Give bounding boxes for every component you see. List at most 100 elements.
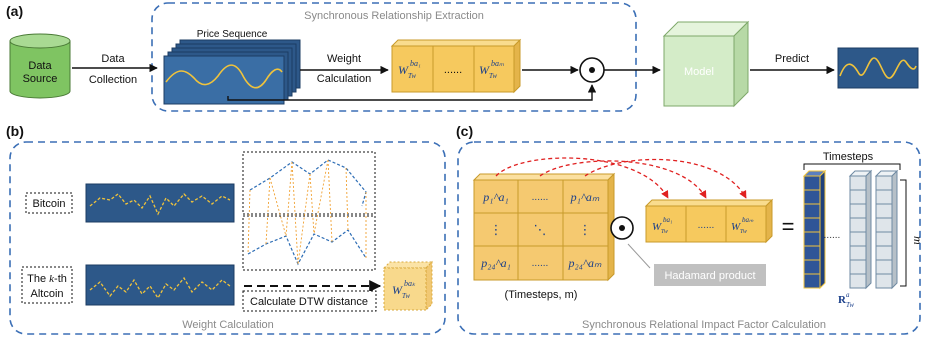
result-cell	[803, 203, 821, 219]
weight-first-sub: Tw	[408, 72, 416, 80]
data-source-cylinder	[9, 33, 71, 99]
result-cell	[875, 175, 893, 191]
result-cell	[803, 217, 821, 233]
dtw-warping-lines	[247, 159, 367, 265]
weight-c-last-sup: baₘ	[742, 216, 754, 224]
matrix-cell-3-1: p₂₄^a₁	[480, 256, 511, 270]
prediction-chart	[837, 47, 919, 89]
impact-dashed-box	[457, 141, 921, 335]
matrix-cell-1-1: p₁^a₁	[482, 190, 508, 204]
result-cell	[849, 189, 867, 205]
weight-vector-a	[390, 38, 522, 94]
bitcoin-label-box	[25, 192, 73, 214]
equals-sign: =	[782, 214, 795, 239]
weight-vector-c	[644, 198, 774, 244]
dtw-alignment-bottom	[242, 215, 376, 271]
result-cell	[849, 217, 867, 233]
result-cell	[875, 231, 893, 247]
hadamard-label: Hadamard product	[664, 270, 755, 282]
price-sequence-stack	[163, 39, 301, 105]
hadamard-operator-a	[579, 57, 605, 83]
result-cell	[849, 245, 867, 261]
result-cell	[849, 203, 867, 219]
matrix-cell-3-2: ......	[532, 258, 549, 269]
result-column-side	[865, 169, 872, 290]
matrix-cell-2-2: ⋱	[534, 223, 547, 238]
result-column-side	[891, 169, 898, 290]
weight-first-sup: ba₁	[410, 59, 421, 68]
hadamard-operator-c	[610, 216, 634, 240]
weight-calc-title: Weight Calculation	[182, 319, 274, 331]
timesteps-label: Timesteps	[823, 151, 874, 163]
m-label: m	[911, 236, 925, 245]
weight-cube-w: W	[392, 283, 403, 297]
panel-label-c: (c)	[456, 123, 473, 139]
matrix-cell-2-3: ⋮	[579, 223, 592, 238]
weight-c-last-w: W	[731, 221, 741, 233]
weight-last-w: W	[479, 63, 490, 77]
weight-calc-dashed-box	[9, 141, 446, 335]
data-collection-line1: Data	[101, 53, 125, 65]
matrix-cell-2-1: ⋮	[490, 223, 503, 238]
weight-c-first-sup: ba₁	[663, 216, 672, 224]
price-matrix	[472, 172, 616, 282]
result-cell	[803, 259, 821, 275]
matrix-cell-1-2: ......	[532, 192, 549, 203]
weight-cube-sub: Tw	[402, 292, 410, 300]
data-source-line1: Data	[28, 60, 52, 72]
weight-c-dots: ......	[698, 220, 715, 231]
data-collection-line2: Collection	[89, 74, 137, 86]
altcoin-price-chart	[85, 264, 235, 306]
model-label: Model	[684, 66, 714, 78]
matrix-caption: (Timesteps, m)	[505, 289, 578, 301]
result-cell	[803, 189, 821, 205]
hadamard-pointer	[627, 243, 651, 269]
hadamard-label-box	[654, 264, 766, 286]
price-sequence-label: Price Sequence	[197, 29, 268, 40]
weight-calc-line1: Weight	[327, 53, 361, 65]
result-cell	[803, 231, 821, 247]
bitcoin-price-chart	[85, 183, 235, 223]
result-label-sub: Tw	[846, 301, 854, 309]
panel-label-a: (a)	[6, 3, 23, 19]
result-cell	[875, 217, 893, 233]
matrix-cell-3-3: p₂₄^aₘ	[568, 256, 602, 270]
altcoin-label-line1: The k-th	[27, 273, 67, 285]
data-source-line2: Source	[23, 73, 58, 85]
weight-dots: ......	[444, 64, 462, 76]
impact-title: Synchronous Relational Impact Factor Cal…	[582, 319, 826, 331]
result-label: R	[838, 294, 847, 306]
result-cell	[849, 259, 867, 275]
extraction-dashed-box	[151, 2, 637, 112]
weight-cube-sup: baₖ	[404, 279, 416, 288]
bitcoin-label: Bitcoin	[32, 198, 65, 210]
weight-first-w: W	[398, 63, 409, 77]
weight-c-first-sub: Tw	[661, 229, 668, 235]
altcoin-label-box	[21, 266, 73, 304]
result-columns	[802, 169, 899, 290]
m-bracket	[900, 179, 907, 287]
weight-c-first-w: W	[652, 221, 662, 233]
matrix-cell-1-3: p₁^aₘ	[570, 190, 600, 204]
red-mapping-arrows	[495, 157, 747, 199]
result-cell	[875, 273, 893, 289]
weight-last-sub: Tw	[489, 72, 497, 80]
altcoin-label-line2: Altcoin	[30, 288, 63, 300]
result-cell	[849, 273, 867, 289]
result-cell	[803, 245, 821, 261]
result-cell	[849, 231, 867, 247]
result-label-sup: a	[846, 291, 850, 299]
result-dots: ......	[824, 230, 841, 241]
result-cell	[803, 273, 821, 289]
result-cell	[849, 175, 867, 191]
result-cell	[875, 245, 893, 261]
extraction-title: Synchronous Relationship Extraction	[304, 10, 484, 22]
panel-label-b: (b)	[6, 123, 24, 139]
dtw-label: Calculate DTW distance	[250, 296, 368, 308]
predict-label: Predict	[775, 53, 809, 65]
weight-c-last-sub: Tw	[740, 229, 747, 235]
result-cell	[803, 175, 821, 191]
timesteps-bracket	[803, 163, 901, 170]
result-cell	[875, 189, 893, 205]
